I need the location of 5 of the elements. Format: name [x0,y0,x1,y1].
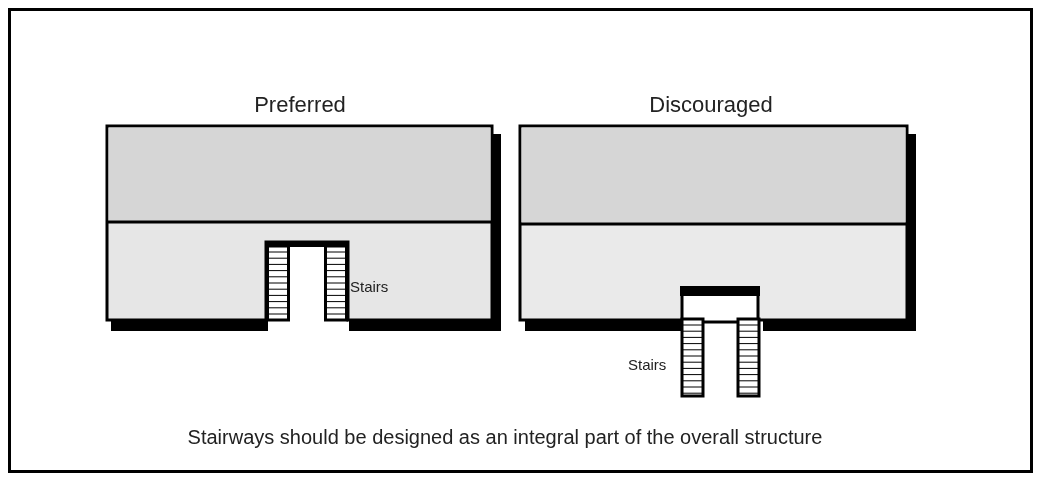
panel-heading: Discouraged [649,94,773,116]
caption: Stairways should be designed as an integral part of the overall structure [187,427,823,447]
panel-heading: Preferred [254,94,346,116]
stairs-label: Stairs [350,279,389,294]
stairs-label: Stairs [628,357,667,372]
